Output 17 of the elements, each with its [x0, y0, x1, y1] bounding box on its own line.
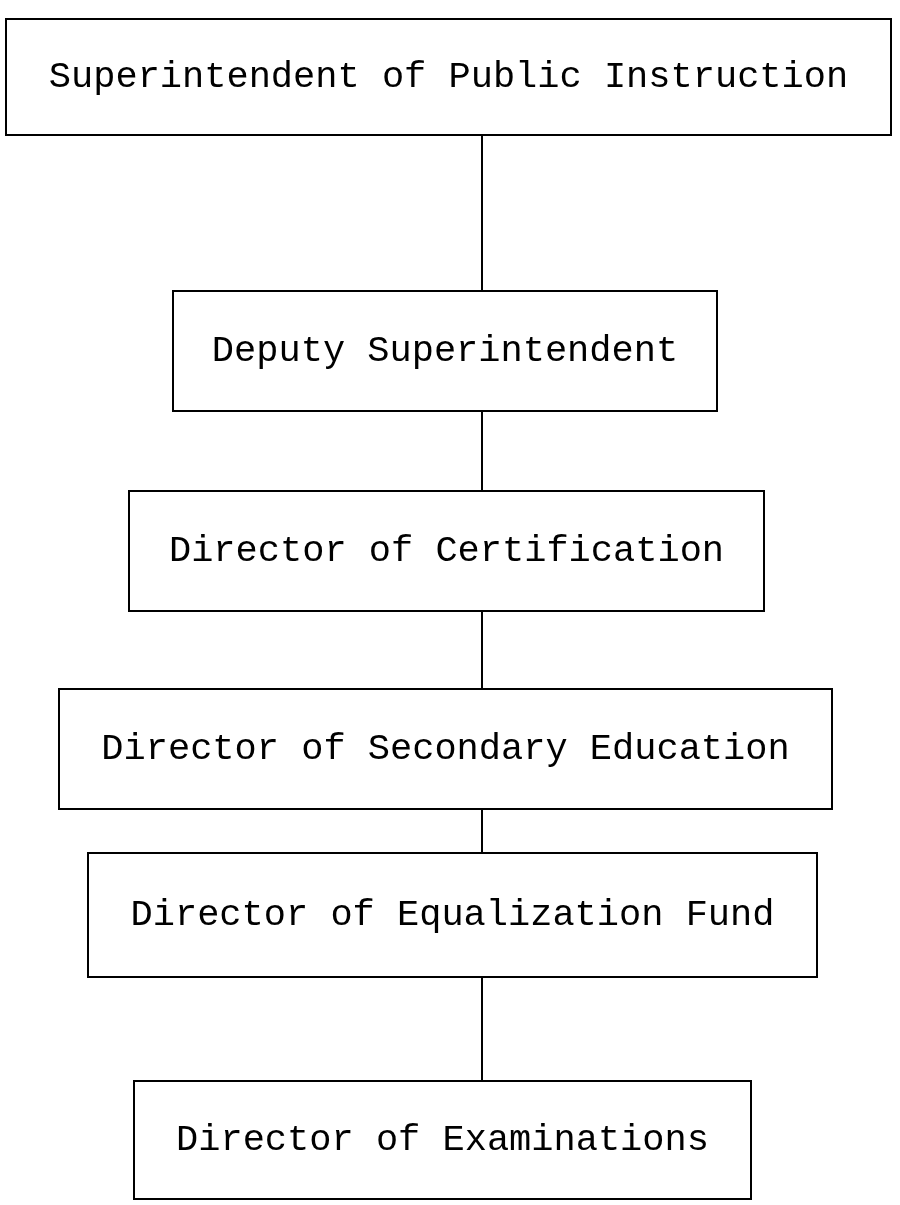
connector-line [481, 135, 483, 291]
position-box [87, 852, 818, 978]
position-box [172, 290, 718, 412]
connector-line [481, 411, 483, 491]
position-box [133, 1080, 752, 1200]
position-title: Superintendent of Public Instruction [48, 54, 849, 100]
position-title: Director of Certification [168, 528, 725, 574]
position-box [5, 18, 892, 136]
position-title: Director of Equalization Fund [130, 892, 775, 938]
position-title: Director of Examinations [176, 1117, 709, 1163]
connector-line [481, 977, 483, 1081]
position-box [128, 490, 765, 612]
position-title: Director of Secondary Education [101, 726, 790, 772]
position-title: Deputy Superintendent [211, 328, 679, 374]
connector-line [481, 809, 483, 853]
connector-line [481, 611, 483, 689]
position-box [58, 688, 833, 810]
